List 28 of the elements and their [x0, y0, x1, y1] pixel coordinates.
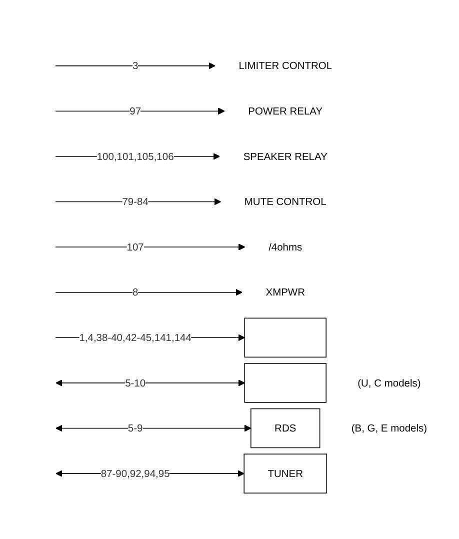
edge-label: 8 — [132, 286, 138, 298]
node-text: MUTE CONTROL — [244, 195, 326, 208]
edge-label: 5-10 — [125, 376, 146, 388]
arrow — [55, 107, 225, 114]
edge-label: 79-84 — [122, 195, 148, 208]
edge-label: 87-90,92,94,95 — [100, 467, 170, 480]
node-box: TUNER — [244, 453, 328, 494]
node-box — [244, 318, 326, 358]
node-box — [244, 362, 326, 403]
arrow — [55, 243, 246, 250]
edge-label: 107 — [126, 240, 144, 253]
node-text: SPEAKER RELAY — [243, 150, 328, 162]
node-text: LIMITER CONTROL — [238, 60, 332, 72]
edge-label: 100,101,105,106 — [96, 150, 174, 162]
arrow — [56, 379, 245, 386]
edge-label: 97 — [130, 104, 142, 117]
node-box: RDS — [250, 408, 320, 448]
arrow — [56, 424, 252, 432]
node-text: /4ohms — [268, 240, 302, 253]
edge-label: 1,4,38-40,42-45,141,144 — [79, 331, 192, 344]
arrow — [55, 62, 216, 70]
node-label: (B, G, E models) — [351, 422, 428, 434]
edge-label: 3 — [132, 60, 138, 72]
node-text: XMPWR — [266, 286, 306, 298]
edge-label: 5-9 — [128, 422, 143, 434]
node-label: (U, C models) — [358, 376, 421, 388]
arrow — [55, 288, 242, 296]
node-text: POWER RELAY — [248, 104, 323, 117]
